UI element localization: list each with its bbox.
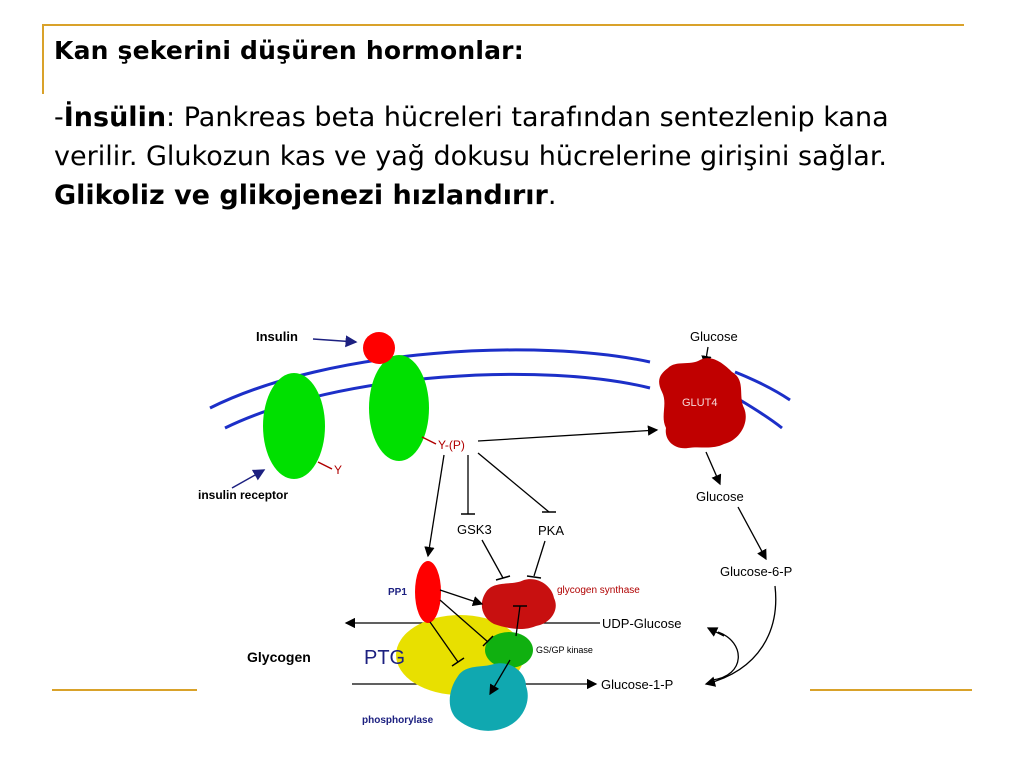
pka-label: PKA: [538, 523, 564, 538]
frame-bottom-left-line: [52, 689, 197, 691]
insulin-arrow: [312, 335, 358, 348]
yp-to-glut4-arrow: [477, 425, 659, 442]
g6p-to-g1p-arrow: [704, 585, 777, 687]
glycogen-synthase-enzyme: [481, 579, 556, 630]
glycogen-synthase-label: glycogen synthase: [557, 585, 640, 596]
glucose-6p-label: Glucose-6-P: [720, 564, 792, 579]
glucose-mid-label: Glucose: [696, 489, 744, 504]
yp-tick: [421, 436, 437, 445]
frame-bottom-right-line: [810, 689, 972, 691]
glut4-to-glucose-arrow: [705, 451, 722, 486]
pp1-inhibit-kinase-bar: [482, 635, 494, 647]
gs-gp-kinase-enzyme: [485, 632, 533, 668]
pp1-enzyme: [415, 561, 441, 623]
gsk3-inhibit-gs: [481, 539, 504, 579]
yp-label: Y-(P): [438, 438, 465, 452]
gs-inhibit-kinase: [515, 605, 521, 637]
g1p-to-udpg-curve: [711, 631, 739, 681]
glucose-top-label: Glucose: [690, 329, 738, 344]
receptor-left: [263, 373, 325, 479]
description-text: Pankreas beta hücreleri tarafından sente…: [54, 102, 889, 172]
final-period: .: [547, 180, 557, 211]
gsk3-inhibit-bar: [495, 575, 511, 581]
insulin-ball: [363, 332, 395, 364]
pp1-inhibit-phos-bar: [451, 657, 465, 667]
emphasis-text: Glikoliz ve glikojenezi hızlandırır: [54, 180, 548, 211]
glycogen-label: Glycogen: [247, 649, 311, 665]
dash: -: [54, 102, 64, 133]
pp1-label: PP1: [388, 587, 407, 598]
slide-title: Kan şekerini düşüren hormonlar:: [54, 36, 524, 65]
frame-left-line: [42, 24, 44, 94]
ptg-label: PTG: [364, 647, 405, 669]
pka-inhibit-gs: [533, 540, 546, 577]
frame-top-line: [42, 24, 964, 26]
udpg-back-arrow: [706, 627, 725, 637]
yp-to-pka: [477, 452, 550, 513]
kinase-to-phosphorylase-arrow: [489, 659, 511, 696]
glucose-1p-label: Glucose-1-P: [601, 677, 673, 692]
phosphorylase-label: phosphorylase: [362, 715, 434, 726]
insulin-receptor-label: insulin receptor: [198, 488, 288, 502]
pp1-inhibit-kinase: [439, 599, 489, 643]
pka-inhibit-bar: [526, 575, 542, 579]
phosphorylase-enzyme: [449, 663, 528, 731]
glut4-transporter: [659, 358, 746, 449]
y-tick: [317, 461, 333, 470]
gsk3-label: GSK3: [457, 522, 492, 537]
insulin-label: Insulin: [256, 329, 298, 344]
term-colon: :: [166, 102, 184, 133]
y-label: Y: [334, 463, 342, 477]
slide-body: -İnsülin: Pankreas beta hücreleri tarafı…: [54, 98, 974, 215]
pp1-inhibit-phosphorylase: [429, 621, 459, 663]
term-insulin: İnsülin: [63, 102, 167, 133]
udp-glucose-label: UDP-Glucose: [602, 616, 681, 631]
glut4-label: GLUT4: [682, 397, 717, 409]
receptor-right: [369, 355, 429, 461]
yp-to-pp1-arrow: [424, 454, 445, 558]
membrane-outer: [209, 348, 791, 410]
glucose-to-g6p-arrow: [737, 506, 767, 561]
gs-gp-kinase-label: GS/GP kinase: [536, 645, 593, 655]
pp1-to-gs-arrow: [439, 589, 484, 607]
insulin-receptor-arrow: [231, 469, 266, 489]
